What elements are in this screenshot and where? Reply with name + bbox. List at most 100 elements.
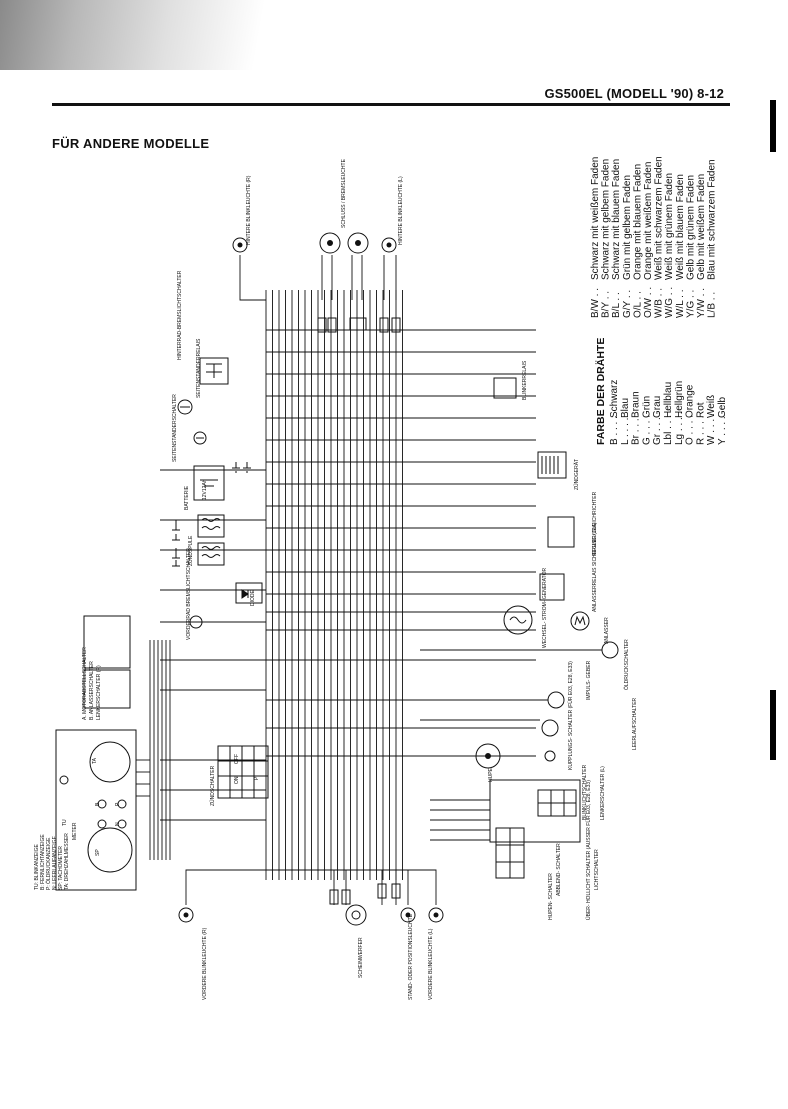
meter-letter-n: N (115, 822, 121, 826)
label-igniter: ZÜNDGERÄT (573, 459, 580, 490)
meter-legend-ta: TA: DREHZAHLMESSER (64, 833, 70, 890)
rear-brake-switch (177, 399, 193, 415)
neutral-switch (541, 719, 559, 737)
meter-legend-n: N: LEERLAUFANZEIGE (52, 835, 58, 890)
meter-letter-tu: TU (62, 819, 68, 826)
label-turn-switch: BLINKLICHTSCHALTER (582, 764, 588, 820)
legend-name: Gelb mit weißem Faden (696, 174, 707, 280)
legend-code: Lbl . . . . (663, 409, 674, 445)
label-sidestand-switch: SEITENSTANDERSCHALTER (172, 394, 178, 462)
ignition-switch-table (217, 745, 269, 799)
page-header-title: GS500EL (MODELL '90) 8-12 (544, 86, 724, 101)
ignition-coil-rear (197, 514, 225, 538)
component-labels: HINTERE BLINKLEUCHTE (R) SCHLUSS / BREMS… (34, 158, 638, 1000)
label-pickup: IMPULS- GEBER (586, 660, 592, 700)
ignition-state-on: ON (234, 776, 240, 784)
legend-name: Weiß mit blauem Faden (675, 174, 686, 280)
meter-letter-b: B (95, 802, 101, 806)
rear-turn-light-right (232, 237, 248, 253)
generator-symbol (503, 605, 533, 635)
ignition-coil-front (197, 542, 225, 566)
margin-mark-bottom (770, 690, 776, 760)
legend-code: W/L . . (675, 289, 686, 318)
horn (475, 743, 501, 769)
legend-name: Orange mit weißem Faden (643, 162, 654, 280)
igniter-unit (537, 451, 567, 479)
handlebar-switch-right-box (83, 615, 131, 709)
label-starter-button: B. ANLASSERSCHALTER (89, 661, 95, 720)
label-handlebar-switch-l: LENKERSCHALTER (L) (600, 766, 606, 820)
rear-lamp-wire (239, 255, 266, 301)
legend-name: Gelb (717, 396, 728, 418)
spark-plugs (172, 520, 180, 559)
legend-code: Br . . . . (631, 413, 642, 445)
label-turn-relay: BLINKERRELAIS (522, 360, 528, 400)
header-rule (52, 103, 730, 106)
legend-code: O/W . . (643, 287, 654, 318)
pickup-coil (547, 691, 565, 709)
meter-letter-ta: TA (92, 757, 98, 764)
label-ignition-switch: ZÜNDSCHALTER (209, 765, 216, 806)
label-regulator: REGLER/ GLEICHRICHTER (592, 491, 598, 556)
legend-name: Hellgrün (674, 381, 685, 418)
legend-code: Lg . . . . (674, 412, 685, 445)
legend-code: W/B . . (654, 288, 665, 318)
starter-motor (570, 611, 590, 631)
diagram-subtitle: FÜR ANDERE MODELLE (52, 136, 210, 151)
diode-block (235, 582, 263, 604)
rear-turn-light-left (381, 237, 397, 253)
legend-name: Orange (685, 384, 696, 418)
legend-code: G . . . . (641, 415, 652, 445)
legend-code: Y/W . . (696, 288, 707, 318)
label-ignition-coil: ZÜNDSPULE (187, 535, 194, 566)
front-connectors (329, 883, 401, 905)
margin-mark-top (770, 100, 776, 152)
legend-name: Schwarz mit blauem Faden (611, 159, 622, 280)
ignition-state-p: P (254, 776, 260, 780)
front-turn-light-right (178, 907, 194, 923)
legend-name: Weiß (706, 395, 717, 418)
meter-legend-tu: TU: BLINKANZEIGE (34, 843, 40, 890)
legend-code: Y . . . . (717, 416, 728, 445)
front-lamp-wire (185, 869, 300, 905)
battery (193, 465, 225, 501)
rear-connectors (317, 317, 401, 333)
oil-pressure-switch (601, 641, 619, 659)
legend-code: Gr . . . . (652, 412, 663, 445)
legend-code: B/W . . (590, 288, 601, 318)
label-oil-pressure: ÖLDRUCKSCHALTER (623, 639, 630, 690)
legend-name: Orange mit blauem Faden (632, 164, 643, 280)
meter-legend-p: P: ÖLDRUCKANZEIGE (45, 837, 52, 890)
legend-code: B . . . . (609, 416, 620, 445)
label-neutral-switch: LEERLAUFSCHALTER (632, 697, 638, 750)
regulator-rectifier (547, 516, 575, 548)
label-meter: METER (72, 822, 78, 840)
label-clutch-switch: KUPPLUNGS- SCHALTER (FÜR E03, E28, E33) (567, 661, 574, 770)
scan-shadow (0, 0, 300, 70)
legend-name: Braun (631, 391, 642, 418)
components-layer (55, 232, 619, 926)
label-front-turn-l: VORDERE BLINKLEUCHTE (L) (428, 928, 434, 1000)
label-horn-button: HUPEN- SCHALTER (548, 873, 554, 920)
label-lighting-switch: LICHTSCHALTER (594, 849, 600, 890)
label-front-turn-r: VORDERE BLINKLEUCHTE (R) (202, 927, 208, 1000)
label-starter-motor: ANLASSER (604, 617, 610, 644)
legend-code: B/L . . (611, 292, 622, 318)
label-sidestand-relay: SEITENSTANDERRELAIS (196, 338, 202, 398)
label-rear-turn-l: HINTERE BLINKLEUCHTE (L) (398, 176, 404, 245)
legend-name: Schwarz mit weißem Faden (590, 157, 601, 280)
legend-code: W/G . . (664, 287, 675, 318)
front-lamp-wire (300, 869, 347, 905)
label-starter-relay: ANLASSERRELAIS SICHERUNG (20A) (592, 522, 598, 612)
sidestand-switch (193, 431, 207, 445)
label-dimmer-switch: ABBLEND- SCHALTER (556, 843, 562, 896)
legend-code: L . . . . (620, 418, 631, 445)
meter-cluster (55, 729, 137, 891)
legend-name: Grau (652, 396, 663, 418)
label-tail-light: SCHLUSS / BREMSLEUCHTE (341, 158, 347, 228)
